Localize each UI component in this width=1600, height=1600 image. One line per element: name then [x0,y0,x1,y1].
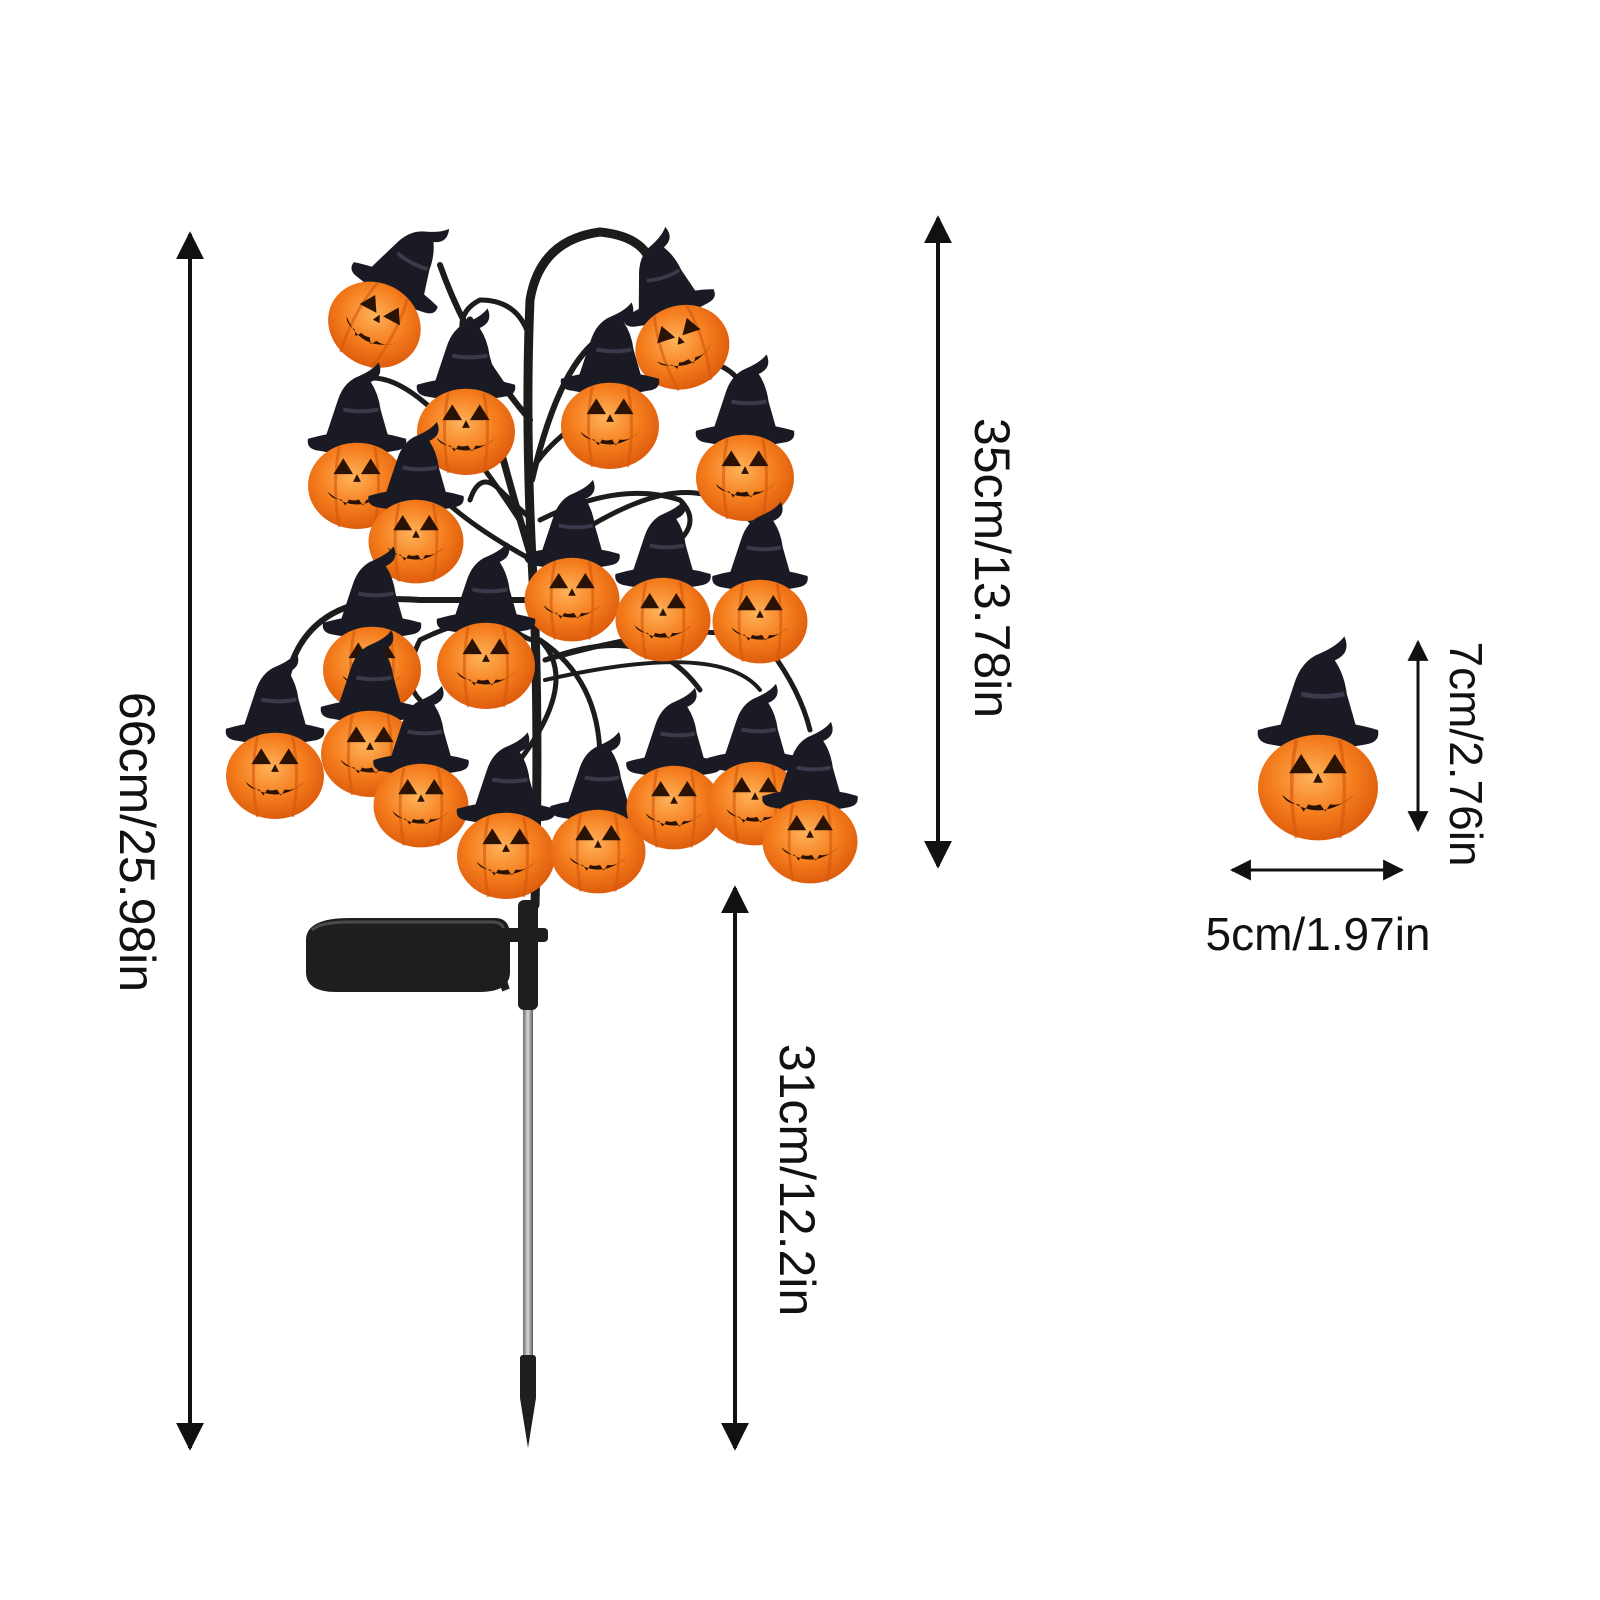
pumpkin-lantern-icon [624,686,724,852]
pumpkin-lantern-icon [613,497,713,664]
single-lantern-detail [1258,636,1379,840]
pumpkin-lantern-icon [1258,636,1379,840]
pumpkin-lanterns [223,194,860,901]
pumpkin-lantern-icon [522,477,622,644]
dimension-arrows [176,215,1429,1451]
total-height-label: 66cm/25.98in [109,692,165,992]
stake-height-label: 31cm/12.2in [769,1044,825,1316]
solar-panel-icon [306,918,548,992]
pumpkin-lantern-icon [710,499,810,666]
ground-stake [518,900,538,1448]
lantern-height-label: 7cm/2.76in [1440,641,1492,866]
pumpkin-lantern-icon [223,650,327,821]
lantern-width-label: 5cm/1.97in [1205,908,1430,960]
canopy-height-label: 35cm/13.78in [964,418,1020,718]
